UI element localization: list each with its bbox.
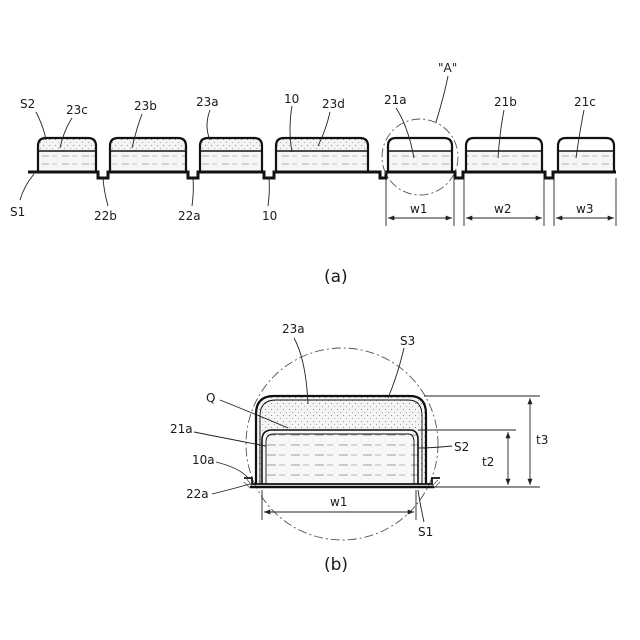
label-t3: t3 xyxy=(536,433,548,447)
label-23a-a: 23a xyxy=(196,95,219,109)
label-10-bottom: 10 xyxy=(262,209,277,223)
label-t2: t2 xyxy=(482,455,494,469)
cell-23a xyxy=(200,138,262,172)
cell-21b xyxy=(466,138,542,172)
cell-23b xyxy=(110,138,186,172)
label-detail-a: "A" xyxy=(438,61,457,75)
label-w3: w3 xyxy=(576,202,593,216)
label-10-top: 10 xyxy=(284,92,299,106)
label-23b: 23b xyxy=(134,99,157,113)
label-s1-a: S1 xyxy=(10,205,25,219)
base-sheet-a xyxy=(28,172,616,178)
caption-a: (a) xyxy=(324,267,348,287)
label-21c: 21c xyxy=(574,95,596,109)
label-s3: S3 xyxy=(400,334,415,348)
cell-23d xyxy=(276,138,368,172)
label-22b: 22b xyxy=(94,209,117,223)
label-q: Q xyxy=(206,391,215,405)
label-22a-b: 22a xyxy=(186,487,209,501)
inner-cell-21a xyxy=(262,430,418,484)
label-10a: 10a xyxy=(192,453,215,467)
cells-a xyxy=(38,138,614,172)
label-s2-a: S2 xyxy=(20,97,35,111)
cell-21c xyxy=(558,138,614,172)
figure-a: S2 23c 23b 23a 10 23d 21a "A" 21b 21c S1… xyxy=(10,61,616,287)
label-w2: w2 xyxy=(494,202,511,216)
label-23d: 23d xyxy=(322,97,345,111)
label-23c: 23c xyxy=(66,103,88,117)
label-w1-a: w1 xyxy=(410,202,427,216)
label-21b: 21b xyxy=(494,95,517,109)
label-21a-a: 21a xyxy=(384,93,407,107)
cell-21a xyxy=(388,138,452,172)
label-23a-b: 23a xyxy=(282,322,305,336)
label-w1-b: w1 xyxy=(330,495,347,509)
figure-b: 23a S3 Q 21a 10a 22a S2 t2 t3 w1 S1 (b) xyxy=(170,322,548,575)
label-s1-b: S1 xyxy=(418,525,433,539)
cell-23c xyxy=(38,138,96,172)
label-21a-b: 21a xyxy=(170,422,193,436)
label-22a-a: 22a xyxy=(178,209,201,223)
label-s2-b: S2 xyxy=(454,440,469,454)
caption-b: (b) xyxy=(324,555,348,575)
